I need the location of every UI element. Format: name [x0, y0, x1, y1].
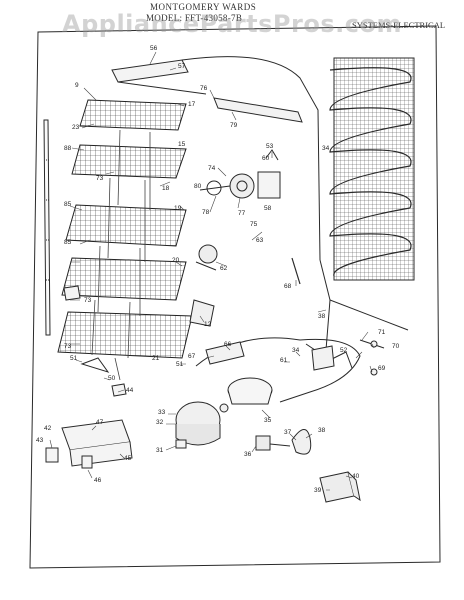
callout-47: 47 — [96, 419, 104, 426]
callout-63: 63 — [256, 237, 264, 244]
fan-motor-assembly — [199, 149, 281, 199]
callout-44: 44 — [126, 387, 134, 394]
callout-73: 73 — [96, 175, 104, 182]
callout-85b: 85 — [64, 239, 72, 246]
condenser-fan — [255, 429, 312, 455]
condenser-pan — [227, 377, 273, 405]
fan-motor-box — [319, 471, 361, 503]
callout-52: 52 — [340, 347, 348, 354]
callout-51: 51 — [70, 355, 78, 362]
callout-67: 67 — [188, 353, 196, 360]
small-parts — [63, 285, 378, 449]
callout-73c: 73 — [64, 343, 72, 350]
callout-66: 66 — [224, 341, 232, 348]
callout-85: 85 — [64, 201, 72, 208]
callout-61: 61 — [280, 357, 288, 364]
callout-33: 33 — [158, 409, 166, 416]
callout-42: 42 — [44, 425, 52, 432]
model-label: MODEL: FFT-43058-7B — [146, 13, 243, 23]
callout-70: 70 — [392, 343, 400, 350]
callout-62: 62 — [220, 265, 228, 272]
callout-31: 31 — [156, 447, 164, 454]
callout-57: 57 — [178, 63, 186, 70]
callout-75: 75 — [250, 221, 258, 228]
shelf-4 — [61, 257, 187, 301]
callout-9: 9 — [75, 82, 79, 89]
callout-74: 74 — [208, 165, 216, 172]
callout-43: 43 — [36, 437, 44, 444]
callout-12: 12 — [204, 321, 212, 328]
callout-21: 21 — [152, 355, 160, 362]
left-rail — [43, 119, 51, 336]
evaporator-rail — [111, 56, 321, 261]
callout-69: 69 — [378, 365, 386, 372]
callout-34: 34 — [322, 145, 330, 152]
callout-36: 36 — [244, 451, 252, 458]
callout-68: 68 — [284, 283, 292, 290]
callout-56: 56 — [150, 45, 158, 52]
callout-77: 77 — [238, 210, 246, 217]
callout-23: 23 — [72, 124, 80, 131]
shelf-1 — [79, 99, 187, 131]
callout-38b: 38 — [318, 427, 326, 434]
frame-outline — [29, 25, 441, 569]
callout-80: 80 — [194, 183, 202, 190]
callout-32: 32 — [156, 419, 164, 426]
compressor — [175, 401, 229, 446]
callout-73b: 73 — [84, 297, 92, 304]
callout-labels: 56 57 9 17 76 79 23 88 15 34 53 60 74 80… — [36, 45, 400, 494]
callout-51b: 51 — [176, 361, 184, 368]
callout-76: 76 — [200, 85, 208, 92]
callout-58: 58 — [264, 205, 272, 212]
callout-78: 78 — [202, 209, 210, 216]
callout-34b: 34 — [292, 347, 300, 354]
callout-15: 15 — [178, 141, 186, 148]
condenser-coil — [319, 57, 415, 331]
callout-60: 60 — [262, 155, 270, 162]
callout-71: 71 — [378, 329, 386, 336]
callout-40: 40 — [352, 473, 360, 480]
callout-17: 17 — [188, 101, 196, 108]
shelf-5 — [57, 311, 193, 359]
callout-35: 35 — [264, 417, 272, 424]
relay-overload — [205, 341, 335, 371]
leader-lines — [49, 51, 375, 491]
callout-46: 46 — [94, 477, 102, 484]
callout-45: 45 — [124, 455, 132, 462]
section-title: SYSTEMS-ELECTRICAL — [352, 20, 446, 30]
thermostat-bracket — [189, 244, 218, 327]
callout-19: 19 — [174, 205, 182, 212]
shelf-2 — [71, 144, 187, 179]
callout-53: 53 — [266, 143, 274, 150]
callout-79: 79 — [230, 122, 238, 129]
shelf-supports — [91, 129, 151, 381]
callout-20: 20 — [172, 257, 180, 264]
drain-tube — [291, 257, 301, 285]
control-panel — [45, 419, 133, 469]
callout-18: 18 — [162, 185, 170, 192]
shelf-3 — [65, 204, 187, 247]
callout-38: 38 — [318, 313, 326, 320]
callout-39: 39 — [314, 487, 322, 494]
callout-37: 37 — [284, 429, 292, 436]
callout-50: 50 — [108, 375, 116, 382]
callout-88: 88 — [64, 145, 72, 152]
brand-label: MONTGOMERY WARDS — [150, 2, 257, 12]
